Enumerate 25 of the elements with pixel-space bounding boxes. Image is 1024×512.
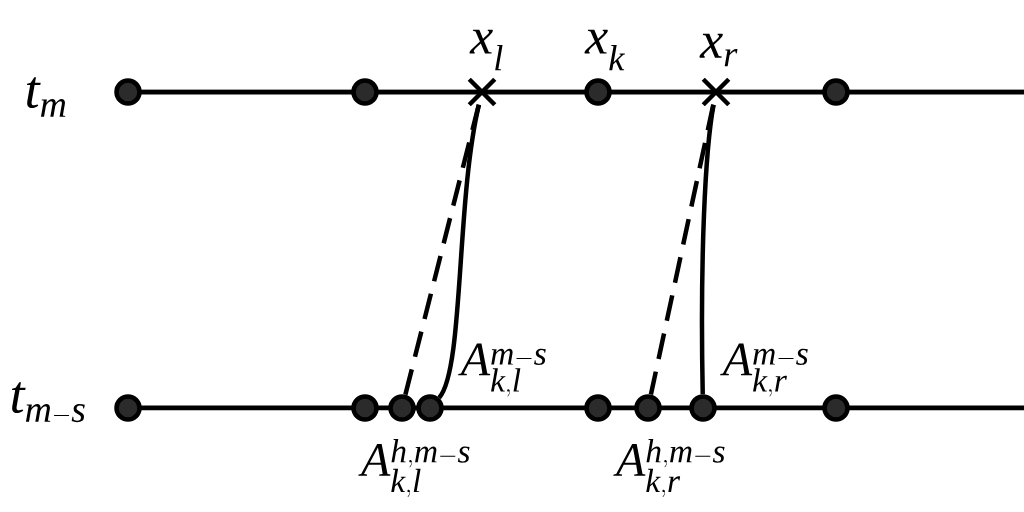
grid-point [351,394,379,422]
time-level-label: $t_{m}$ [26,77,66,117]
point-label: $x_{k}$ [584,29,625,71]
cross-marker [467,77,497,107]
point-label: $x_{r}$ [699,33,738,67]
grid-point [634,394,662,422]
point-label: $A_{k,r}^{h,m-s}$ [613,439,725,497]
grid-point [416,394,444,422]
time-level-label: $t_{m-s}$ [11,382,85,423]
grid-point [822,394,850,422]
curve [699,104,716,395]
grid-point [351,78,379,106]
point-label: $A_{k,l}^{m-s}$ [458,343,546,397]
grid-point [114,78,142,106]
point-label: $A_{k,l}^{h,m-s}$ [358,439,470,497]
cross-marker [701,77,731,107]
grid-point [584,394,612,422]
point-label: $x_{l}$ [469,29,503,71]
grid-point [388,394,416,422]
point-label: $A_{k,r}^{m-s}$ [720,343,808,397]
grid-point [584,78,612,106]
curve [437,104,482,399]
grid-point [689,394,717,422]
grid-point [114,394,142,422]
grid-point [822,78,850,106]
